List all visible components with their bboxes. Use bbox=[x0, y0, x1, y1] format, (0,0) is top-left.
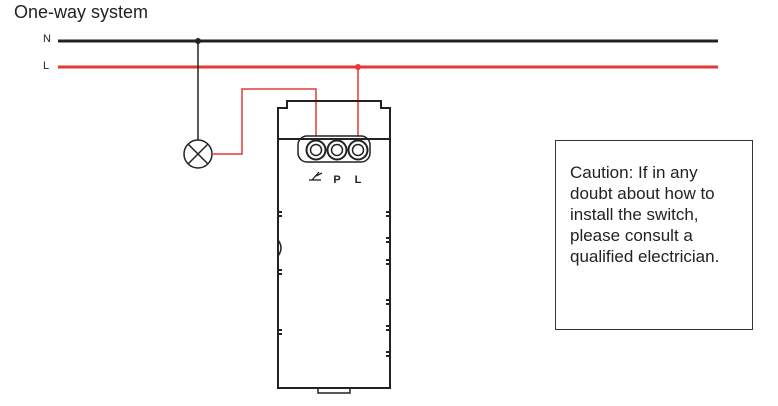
diagram-title: One-way system bbox=[14, 2, 149, 22]
p-terminal bbox=[326, 139, 348, 161]
load-wire bbox=[212, 88, 317, 155]
live-wire-label: L bbox=[43, 60, 50, 72]
terminal-label-l: L bbox=[355, 174, 362, 186]
dimmer-terminal bbox=[305, 139, 327, 161]
terminal-label-p: P bbox=[333, 174, 340, 186]
lamp-cross-icon bbox=[183, 139, 213, 169]
l-terminal bbox=[347, 139, 369, 161]
neutral-wire-label: N bbox=[43, 33, 51, 45]
caution-box: Caution: If in any doubt about how to in… bbox=[555, 140, 753, 330]
caution-text: Caution: If in any doubt about how to in… bbox=[570, 163, 720, 266]
dimmer-symbol-icon bbox=[309, 171, 323, 181]
